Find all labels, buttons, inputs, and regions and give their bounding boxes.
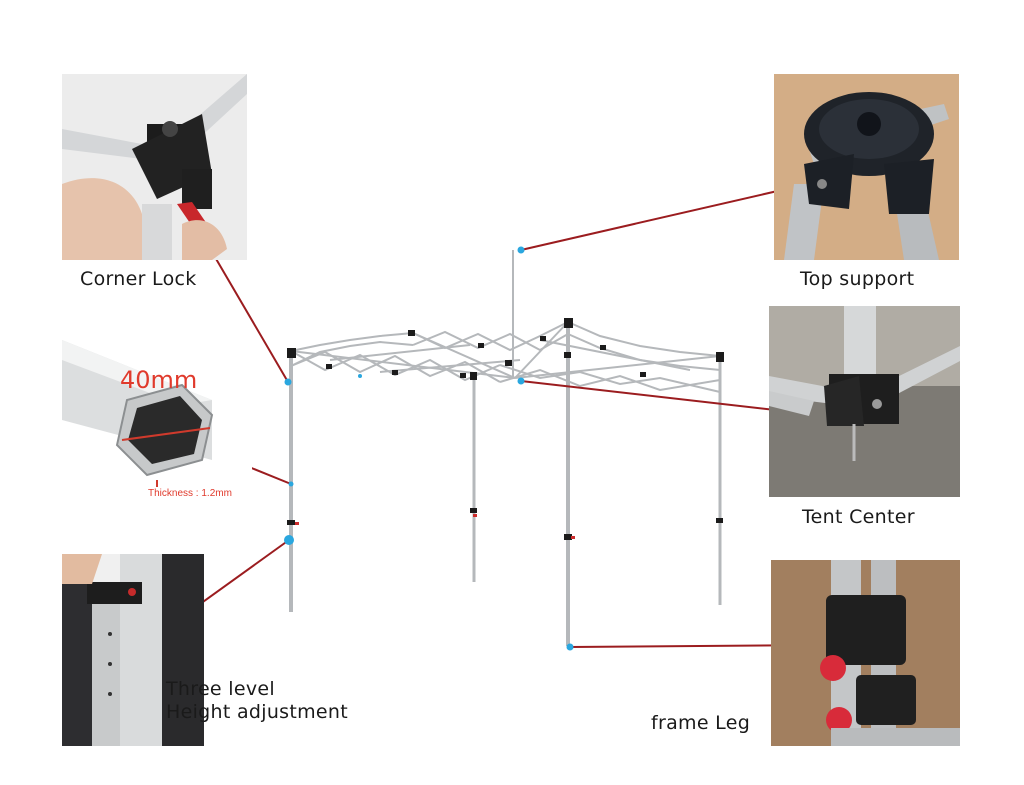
corner-lock-photo <box>62 74 247 260</box>
tent-center-label: Tent Center <box>802 506 915 528</box>
tent-legs <box>289 322 722 646</box>
leader-top-support <box>520 183 809 251</box>
frame-leg-label: frame Leg <box>651 712 751 734</box>
frame-leg-photo <box>771 560 960 746</box>
leader-lines <box>149 183 831 648</box>
canopy-trusses <box>290 321 721 393</box>
height-adjustment-photo <box>62 554 204 746</box>
top-support-label: Top support <box>800 268 915 290</box>
tube-diameter-label: 40mm <box>120 366 198 394</box>
leader-tent-center <box>520 380 811 415</box>
corner-lock-label: Corner Lock <box>80 268 197 290</box>
top-support-photo <box>774 74 959 260</box>
height-adjustment-label-line1: Three level <box>166 678 275 700</box>
anchor-dots <box>284 246 574 651</box>
frame-joints <box>287 318 724 540</box>
tube-thickness-label: Thickness : 1.2mm <box>148 488 232 499</box>
leg-pins <box>295 514 575 539</box>
tube-cross-section-photo: 40mm Thickness : 1.2mm <box>62 340 252 500</box>
height-adjustment-label-line2: Height adjustment <box>166 701 349 723</box>
tent-center-photo <box>769 306 960 497</box>
